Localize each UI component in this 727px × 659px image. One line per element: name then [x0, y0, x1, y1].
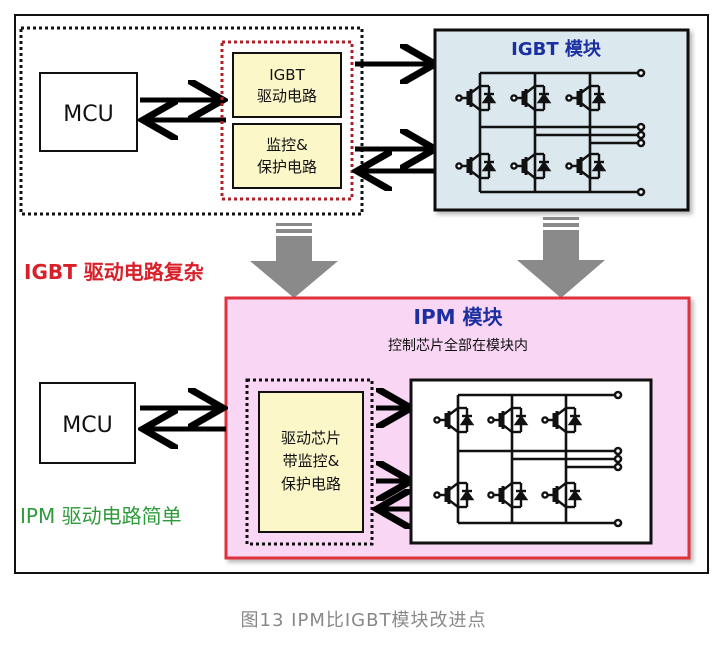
diagram-canvas: MCU IGBT 驱动电路 监控& 保护电路 IGBT 模块 — [19, 26, 691, 560]
top-mcu-label: MCU — [63, 102, 113, 127]
diagram-frame — [14, 14, 709, 574]
igbt-drive-line1: IGBT — [269, 66, 305, 84]
igbt-switch-symbol — [541, 481, 583, 509]
chip-box — [258, 391, 364, 533]
igbt-switch-symbol — [487, 481, 529, 509]
igbt-switch-symbol — [541, 406, 583, 434]
igbt-switch-symbol — [510, 84, 552, 112]
figure-caption: 图13 IPM比IGBT模块改进点 — [240, 610, 487, 631]
chip-line1: 驱动芯片 — [281, 429, 341, 447]
ipm-inverter-box — [409, 378, 653, 545]
igbt-complex-label: IGBT 驱动电路复杂 — [24, 260, 204, 284]
igbt-inverter-circuit — [478, 68, 646, 197]
ipm-simple-label: IPM 驱动电路简单 — [20, 504, 182, 528]
igbt-drive-line2: 驱动电路 — [257, 87, 317, 105]
chip-line3: 保护电路 — [281, 475, 341, 493]
igbt-drive-box — [232, 52, 342, 118]
igbt-switch-symbol — [433, 406, 475, 434]
igbt-switch-symbol — [565, 152, 607, 180]
chip-line2: 带监控& — [283, 452, 340, 470]
protect-box — [232, 123, 342, 189]
protect-line2: 保护电路 — [257, 158, 317, 176]
top-dotted-group — [19, 26, 364, 216]
ipm-module-title: IPM 模块 — [414, 305, 504, 329]
igbt-switch-symbol — [510, 152, 552, 180]
igbt-module-title: IGBT 模块 — [511, 38, 602, 60]
igbt-switch-symbol — [487, 406, 529, 434]
protect-line1: 监控& — [266, 136, 308, 154]
bottom-mcu-box — [39, 382, 136, 464]
igbt-module-box — [433, 28, 690, 212]
igbt-switch-symbol — [455, 84, 497, 112]
chip-dotted-group — [245, 378, 374, 546]
gray-arrow-left — [250, 223, 338, 298]
igbt-switch-symbol — [565, 84, 607, 112]
igbt-switches-top — [455, 84, 607, 180]
top-mcu-box — [39, 72, 138, 152]
igbt-switch-symbol — [455, 152, 497, 180]
ipm-inverter-circuit — [456, 390, 623, 528]
igbt-switch-symbol — [433, 481, 475, 509]
ipm-module-subtitle: 控制芯片全部在模块内 — [388, 337, 528, 354]
gray-arrow-right — [517, 217, 605, 298]
bottom-mcu-label: MCU — [62, 413, 112, 438]
ipm-switches — [433, 406, 583, 509]
